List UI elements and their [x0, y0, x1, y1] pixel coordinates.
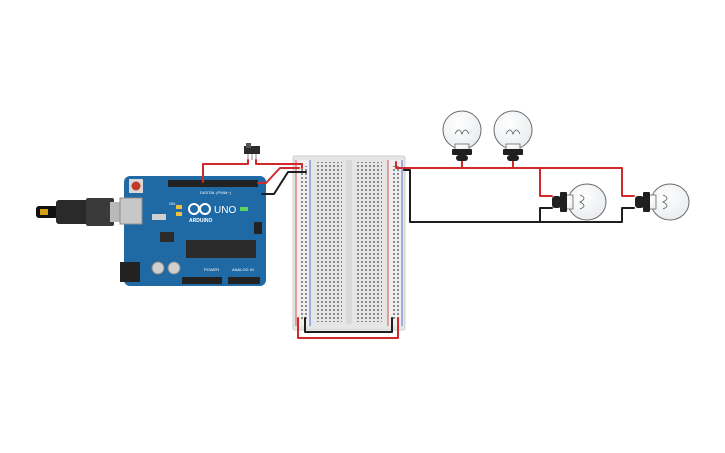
wire-red-bottom-rail[interactable]	[297, 317, 399, 339]
analog-header[interactable]	[228, 277, 260, 284]
wire-red-bulbs-branch[interactable]	[539, 167, 635, 197]
power-label: POWER	[204, 267, 219, 272]
wire-black-arduino-to-breadboard[interactable]	[261, 171, 307, 195]
wire-black-bottom-rail[interactable]	[304, 317, 393, 333]
bulb-2[interactable]	[493, 110, 533, 161]
on-label: ON	[169, 201, 175, 206]
wire-black-bulbs-branch[interactable]	[539, 207, 635, 223]
power-header[interactable]	[182, 277, 222, 284]
microcontroller-chip	[186, 240, 256, 258]
arduino-brand: ARDUINO	[189, 218, 212, 224]
bulb-1[interactable]	[442, 110, 482, 161]
bulb-3[interactable]	[552, 183, 607, 221]
reset-button[interactable]	[129, 179, 143, 193]
analog-label: ANALOG IN	[232, 267, 254, 272]
digital-header[interactable]	[172, 180, 258, 187]
usb-cable[interactable]	[36, 198, 126, 226]
arduino-model: UNO	[214, 205, 236, 216]
wire-red-switch-to-breadboard[interactable]	[255, 159, 303, 169]
breadboard[interactable]	[292, 155, 406, 331]
wire-red-pin-to-switch[interactable]	[202, 159, 249, 183]
arduino-uno-board[interactable]: ARDUINO UNO DIGITAL (PWM~) POWER ANALOG …	[119, 176, 266, 286]
wire-red-breadboard-to-bulbs[interactable]	[395, 161, 553, 197]
wire-red-arduino-to-breadboard[interactable]	[257, 167, 300, 184]
arduino-logo-icon	[188, 203, 211, 215]
bulb-4[interactable]	[635, 183, 690, 221]
slide-switch[interactable]	[244, 143, 260, 160]
wire-black-breadboard-to-bulbs[interactable]	[403, 169, 553, 223]
digital-label: DIGITAL (PWM~)	[200, 190, 232, 195]
